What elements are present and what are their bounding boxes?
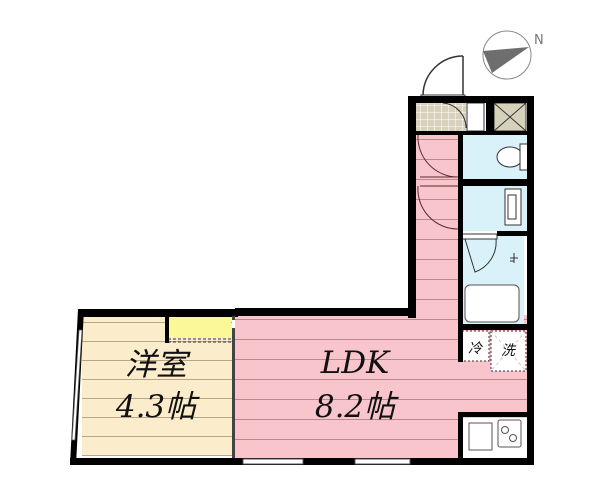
wash-basin-icon (504, 188, 522, 226)
closet (165, 317, 232, 343)
storage-box (466, 102, 485, 132)
western-room-size: 4.3帖 (115, 389, 197, 425)
fridge-label: 冷 (468, 341, 482, 357)
toilet-icon (496, 143, 529, 171)
ldk-room-name: LDK (320, 345, 390, 381)
genkan-door-icon (442, 102, 467, 129)
fridge-space (461, 330, 490, 362)
entrance-door-icon (420, 55, 466, 100)
compass-icon (482, 30, 532, 80)
sink-icon (468, 422, 493, 451)
pipe-space-icon (493, 102, 527, 132)
entrance-genkan (416, 103, 466, 131)
shower-icon (510, 253, 518, 263)
washer-space (490, 330, 527, 372)
stove-icon (497, 419, 522, 448)
north-label: N (534, 33, 544, 48)
toilet-door-icon (417, 134, 459, 178)
bathtub-icon (464, 284, 520, 323)
ldk-room-size: 8.2帖 (314, 389, 396, 425)
windows (71, 320, 411, 465)
western-room-name: 洋室 (125, 347, 187, 383)
washroom-door-icon (417, 185, 459, 230)
washer-label: 洗 (501, 343, 515, 359)
